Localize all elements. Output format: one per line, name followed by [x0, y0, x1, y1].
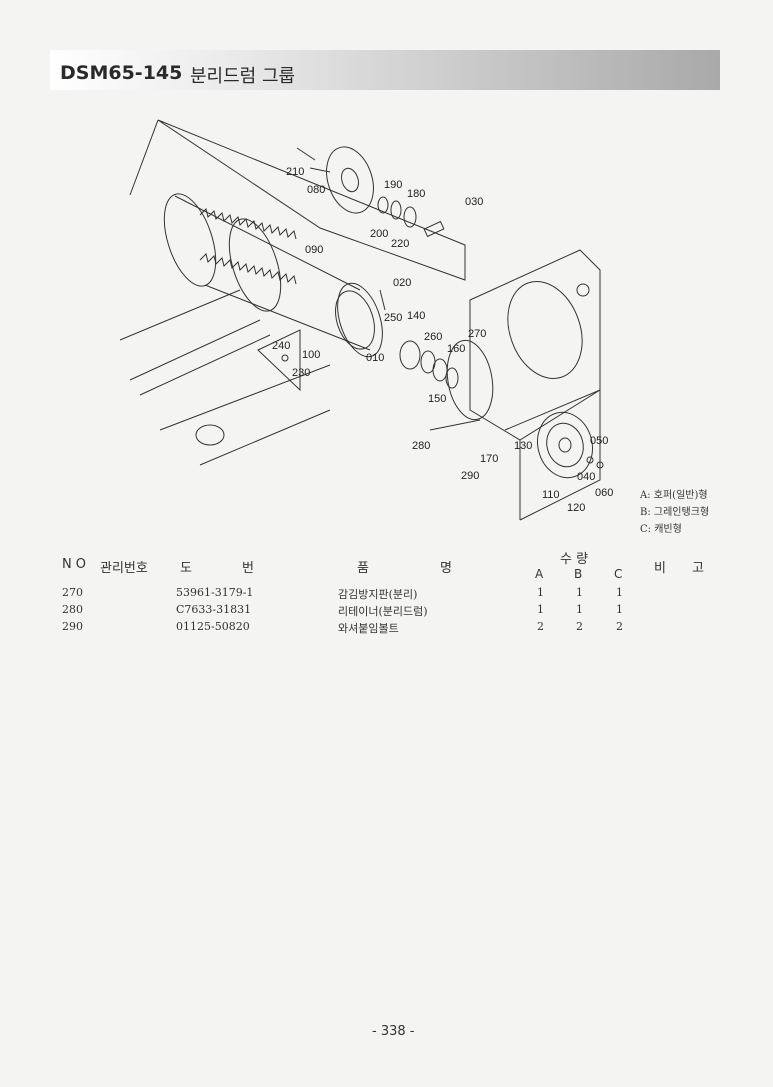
callout: 010	[366, 352, 384, 364]
row-no: 290	[62, 620, 83, 633]
row-no: 270	[62, 586, 83, 599]
flange-plate	[326, 146, 374, 214]
col-name-2: 명	[440, 561, 452, 576]
row-qty-b: 1	[576, 603, 583, 616]
callout: 120	[567, 502, 585, 514]
callout: 110	[542, 489, 560, 501]
row-drawing-no: 01125-50820	[176, 620, 250, 633]
legend-item: A: 호퍼(일반)형	[640, 490, 708, 501]
row-qty-c: 1	[616, 586, 623, 599]
callout: 090	[305, 244, 323, 256]
variant-legend: A: 호퍼(일반)형 B: 그레인탱크형 C: 캐빈형	[640, 487, 709, 538]
legend-item: C: 캐빈형	[640, 524, 682, 535]
callout: 160	[447, 343, 465, 355]
callout: 060	[595, 487, 613, 499]
row-qty-c: 2	[616, 620, 623, 633]
col-no: NO	[62, 557, 90, 572]
page-number: - 338 -	[372, 1024, 415, 1039]
row-part-name: 리테이너(분리드럼)	[338, 605, 428, 618]
drum-end-right	[337, 282, 383, 358]
callout: 290	[461, 470, 479, 482]
row-qty-b: 1	[576, 586, 583, 599]
side-frame	[469, 249, 601, 441]
col-qty-c: C	[614, 567, 623, 581]
col-remark: 비	[654, 561, 666, 576]
legend-item: B: 그레인탱크형	[640, 507, 710, 518]
row-qty-a: 1	[537, 586, 544, 599]
table-row: 280 C7633-31831 리테이너(분리드럼) 1 1 1	[0, 603, 773, 621]
callout: 260	[424, 331, 442, 343]
col-qty: 수 량	[560, 552, 589, 567]
row-drawing-no: C7633-31831	[176, 603, 252, 616]
row-qty-b: 2	[576, 620, 583, 633]
callout: 080	[307, 184, 325, 196]
callout: 130	[514, 440, 532, 452]
row-no: 280	[62, 603, 83, 616]
col-drawing-2: 번	[242, 561, 254, 576]
lower-flange	[335, 290, 375, 350]
callout: 190	[384, 179, 402, 191]
callout: 150	[428, 393, 446, 405]
row-drawing-no: 53961-3179-1	[176, 586, 254, 599]
table-row: 290 01125-50820 와셔붙임볼트 2 2 2	[0, 620, 773, 638]
callout: 030	[465, 196, 483, 208]
callout: 180	[407, 188, 425, 200]
wedge-plate	[257, 329, 301, 392]
callout: 220	[391, 238, 409, 250]
row-part-name: 와셔붙임볼트	[338, 622, 399, 635]
row-qty-c: 1	[616, 603, 623, 616]
clamp-ring	[195, 424, 225, 446]
callout: 100	[302, 349, 320, 361]
callout: 230	[292, 367, 310, 379]
row-part-name: 감김방지판(분리)	[338, 588, 418, 601]
drum-teeth	[199, 208, 297, 240]
callout: 250	[384, 312, 402, 324]
page-subtitle: 분리드럼 그룹	[190, 66, 296, 87]
row-qty-a: 1	[537, 603, 544, 616]
row-qty-a: 2	[537, 620, 544, 633]
callout: 270	[468, 328, 486, 340]
col-drawing: 도	[180, 561, 192, 576]
callout: 050	[590, 435, 608, 447]
callout: 020	[393, 277, 411, 289]
col-remark-2: 고	[692, 561, 704, 576]
callout: 140	[407, 310, 425, 322]
title-banner	[50, 50, 720, 90]
diagram-panel	[157, 119, 466, 281]
col-qty-b: B	[574, 567, 583, 581]
callout: 280	[412, 440, 430, 452]
col-name: 품	[357, 561, 369, 576]
callout-labels: 210 080 190 180 030 200 220 090 020 250 …	[272, 166, 613, 514]
col-qty-a: A	[535, 567, 544, 581]
callout: 170	[480, 453, 498, 465]
table-row: 270 53961-3179-1 감김방지판(분리) 1 1 1	[0, 586, 773, 604]
callout: 200	[370, 228, 388, 240]
exploded-parts-diagram: 210 080 190 180 030 200 220 090 020 250 …	[119, 119, 613, 521]
callout: 240	[272, 340, 290, 352]
col-mgmt-no: 관리번호	[100, 561, 148, 576]
page-title: DSM65-145	[60, 62, 183, 84]
drum-band	[228, 218, 282, 312]
callout: 210	[286, 166, 304, 178]
callout: 040	[577, 471, 595, 483]
pulley	[537, 411, 593, 479]
drum-end-left	[163, 193, 217, 287]
cover-disc	[446, 339, 494, 421]
